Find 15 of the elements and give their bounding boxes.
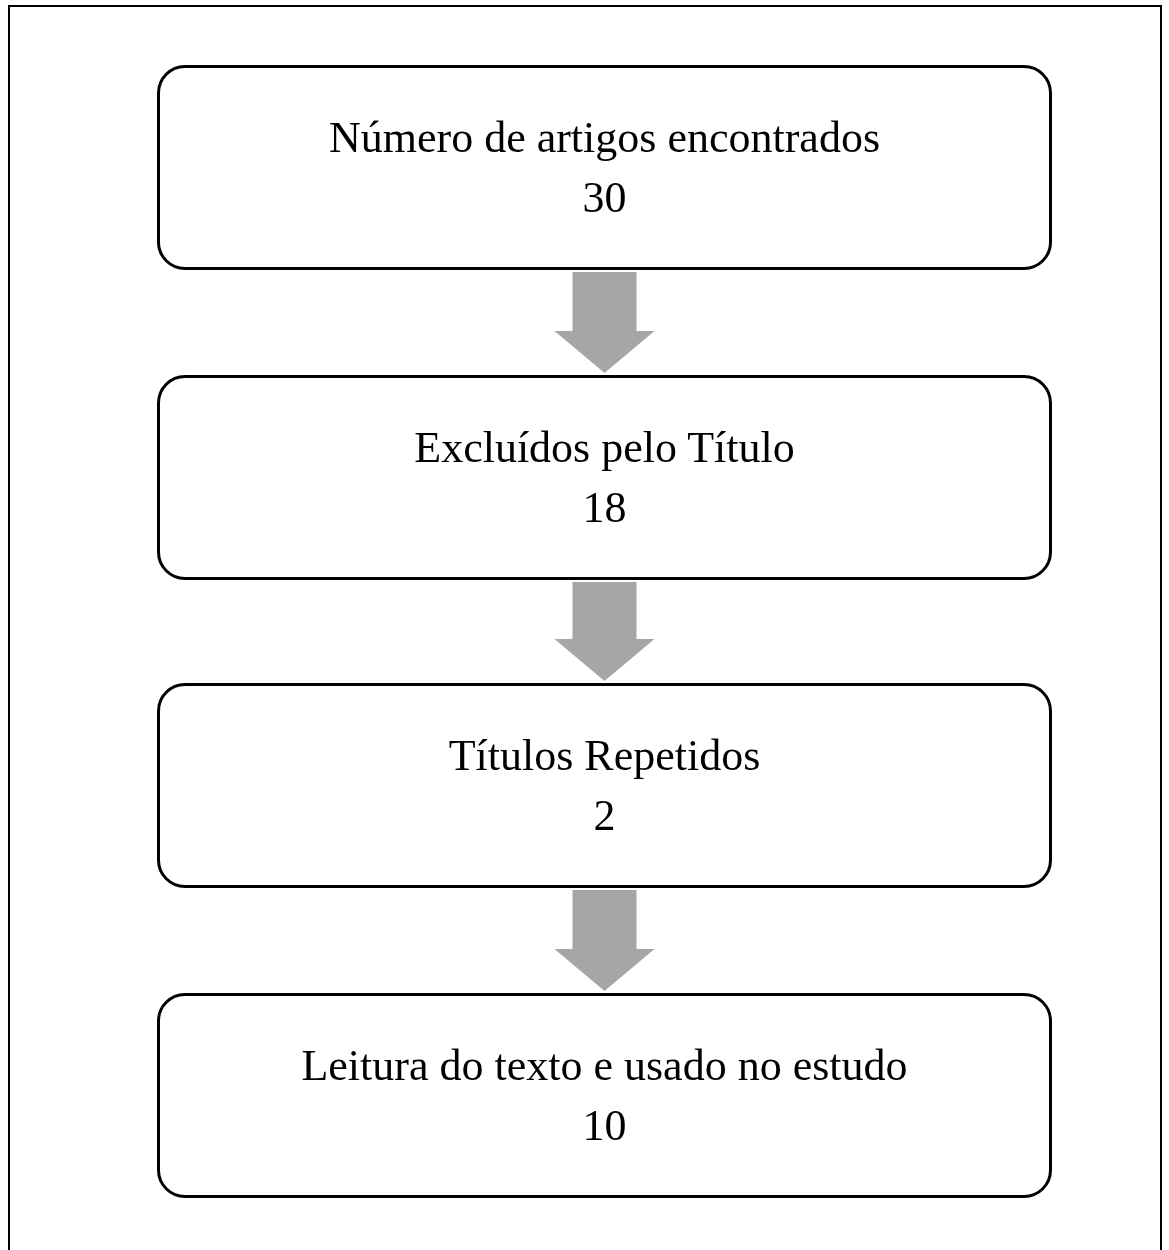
block-arrow: [554, 890, 655, 991]
process-box: [157, 993, 1052, 1198]
box-title: Número de artigos encontrados: [328, 112, 881, 163]
box-count: 18: [582, 482, 627, 533]
box-count: 30: [582, 172, 627, 223]
box-title: Leitura do texto e usado no estudo: [301, 1040, 908, 1091]
box-count: 2: [593, 790, 616, 841]
process-box: [157, 65, 1052, 270]
box-title: Excluídos pelo Título: [414, 422, 795, 473]
process-box: [157, 375, 1052, 580]
box-count: 10: [582, 1100, 627, 1151]
block-arrow: [554, 582, 655, 681]
process-box: [157, 683, 1052, 888]
block-arrow: [554, 272, 655, 373]
box-title: Títulos Repetidos: [448, 730, 761, 781]
